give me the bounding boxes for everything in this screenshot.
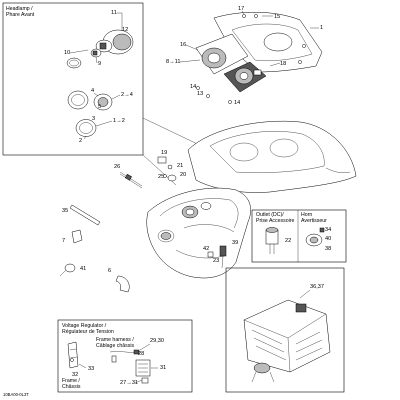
callout-26: 26 [114, 164, 120, 170]
callout-36-37: 36,37 [310, 284, 324, 290]
callout-41: 41 [80, 266, 86, 272]
horn-box-title-1: Horn [301, 212, 312, 218]
callout-40: 40 [325, 236, 331, 242]
main-body [146, 187, 251, 279]
headlamp-bezel-upper [67, 90, 89, 110]
callout-33: 33 [88, 366, 94, 372]
callout-4: 4 [91, 88, 94, 94]
callout-39: 39 [232, 240, 238, 246]
cover-6 [115, 275, 130, 293]
screws [196, 14, 306, 104]
callout-22: 22 [285, 238, 291, 244]
headlamp-unit [95, 29, 134, 55]
voltage-box-title-2: Régulateur de Tension [62, 329, 114, 335]
engine-block [243, 299, 331, 383]
voltage-regulator-box: Voltage Regulator / Régulateur de Tensio… [57, 319, 193, 393]
outlet-horn-box: Outlet (DC)/ Prise Accessoire Horn Avert… [251, 209, 347, 263]
callout-12: 12 [122, 27, 128, 33]
headlamp-bezel-lower [75, 119, 97, 137]
voltage-box-title-1: Voltage Regulator / [62, 323, 107, 329]
callout-5: 5 [98, 104, 101, 110]
callout-8-11: 8→11 [166, 59, 181, 65]
frame-title-1: Frame / [62, 378, 80, 384]
callout-19: 19 [161, 150, 167, 156]
headlamp-housing [93, 93, 113, 111]
callout-21: 21 [177, 163, 183, 169]
headlamp-box-title-2: Phare Avant [6, 12, 35, 18]
callout-38: 38 [325, 246, 331, 252]
regulator-module [135, 359, 151, 377]
frame-harness-title-2: Câblage châssis [96, 343, 134, 349]
callout-9: 9 [98, 61, 101, 67]
cap-19 [157, 156, 167, 164]
tie-41 [59, 263, 76, 277]
headlamp-bulb [90, 48, 102, 58]
gauge-cluster [223, 61, 267, 93]
callout-2-4: 2→4 [121, 92, 133, 98]
headlamp-box-title-1: Headlamp / [6, 6, 33, 12]
headlamp-box: Headlamp / Phare Avant 11 12 10 9 [2, 2, 144, 156]
frame-harness [109, 349, 141, 363]
callout-10: 10 [64, 50, 70, 56]
engine-box: 36,37 [225, 267, 345, 393]
callout-31: 31 [160, 365, 166, 371]
figure-code: 10BA00-0L3T [3, 392, 29, 397]
callout-3: 3 [92, 116, 95, 122]
callout-34: 34 [325, 227, 331, 233]
frame-harness-title-1: Frame harness / [96, 337, 134, 343]
callout-20: 20 [180, 172, 186, 178]
callout-35: 35 [62, 208, 68, 214]
callout-2: 2 [79, 138, 82, 144]
callout-42: 42 [203, 246, 209, 252]
callout-14-left: 14 [190, 84, 196, 90]
outlet-box-title-2: Prise Accessoire [256, 218, 294, 224]
switch-39 [219, 245, 227, 269]
harness-26 [119, 171, 143, 189]
upper-fairing [187, 120, 357, 193]
callout-1: 1 [320, 25, 323, 31]
callout-23: 23 [213, 258, 219, 264]
callout-15: 15 [274, 14, 280, 20]
callout-6: 6 [108, 268, 111, 274]
outlet-socket [265, 227, 279, 254]
regulator-bracket [67, 341, 79, 369]
callout-29-30: 29,30 [150, 338, 164, 344]
gauge-housing [195, 33, 249, 75]
outlet-box-title-1: Outlet (DC)/ [256, 212, 284, 218]
callout-1-2: 1→2 [113, 118, 125, 124]
callout-11: 11 [111, 10, 117, 16]
headlamp-ring [66, 57, 82, 69]
callout-16: 16 [180, 42, 186, 48]
callout-25: 25 [158, 174, 164, 180]
horn-unit [305, 227, 325, 247]
callout-13: 13 [197, 91, 203, 97]
clip-7 [71, 229, 83, 244]
frame-title-2: Châssis [62, 384, 81, 390]
horn-box-title-2: Avertisseur [301, 218, 327, 224]
callout-7: 7 [62, 238, 65, 244]
callout-27-31: 27→31 [120, 380, 138, 386]
callout-32: 32 [72, 372, 78, 378]
rod-35 [69, 204, 101, 226]
callout-28: 28 [138, 351, 144, 357]
callout-17: 17 [238, 6, 244, 12]
callout-14-right: 14 [234, 100, 240, 106]
callout-18: 18 [280, 61, 286, 67]
